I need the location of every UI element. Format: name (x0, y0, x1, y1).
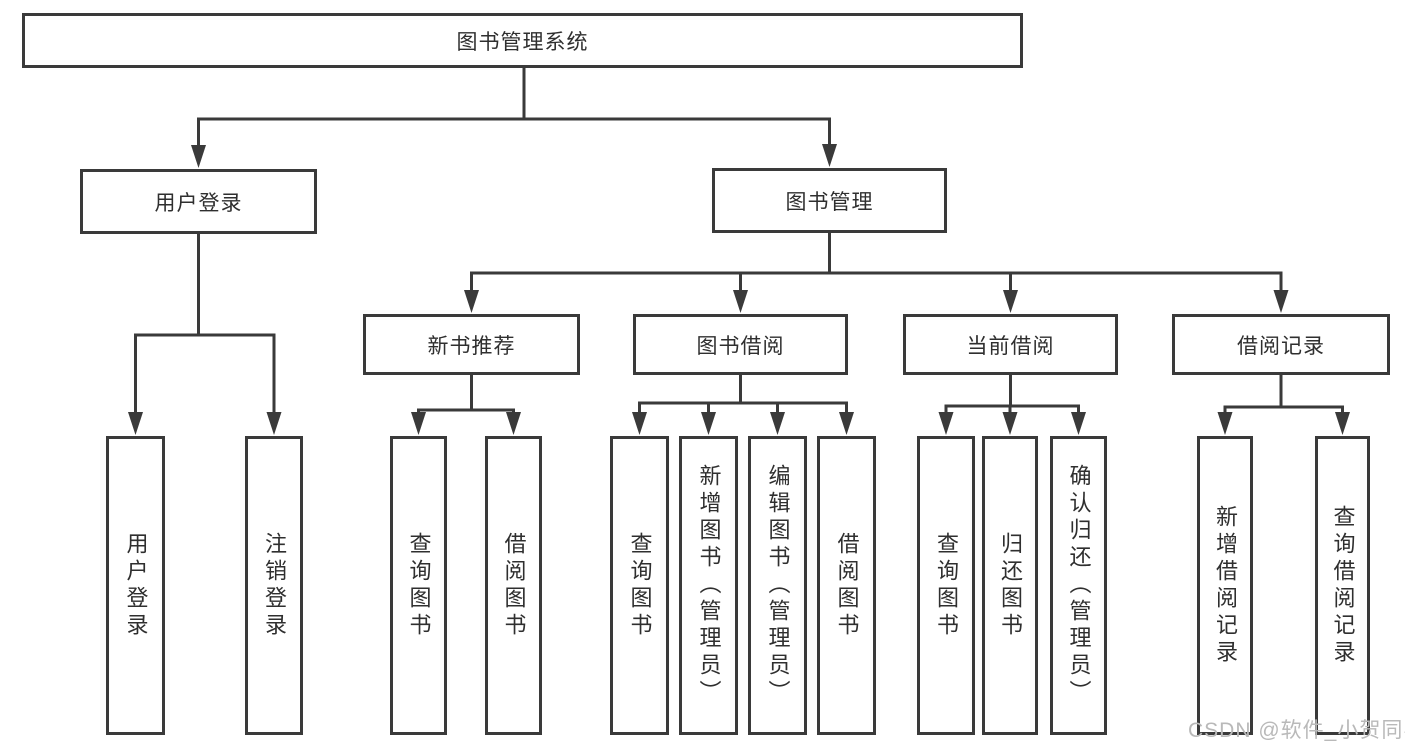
node-user-login-group: 用户登录 (80, 169, 317, 234)
arrowhead-icon (266, 412, 282, 435)
node-label-leaf-borrow-book-1: 借阅图书 (501, 531, 527, 640)
node-leaf-borrow-book-2: 借阅图书 (817, 436, 876, 735)
arrowhead-icon (1217, 412, 1233, 435)
arrowhead-icon (464, 290, 479, 313)
node-label-leaf-logout: 注销登录 (262, 531, 287, 640)
node-label-leaf-edit-book: 编辑图书（管理员） (765, 464, 791, 707)
arrowhead-icon (506, 412, 521, 435)
arrowhead-icon (1273, 290, 1289, 313)
arrowhead-icon (1335, 412, 1350, 435)
arrowhead-icon (1003, 290, 1018, 313)
node-label-leaf-add-record: 新增借阅记录 (1213, 504, 1238, 667)
node-label-leaf-user-login: 用户登录 (123, 531, 149, 640)
node-leaf-edit-book: 编辑图书（管理员） (748, 436, 807, 735)
node-leaf-query-book-3: 查询图书 (917, 436, 975, 735)
arrowhead-icon (1002, 412, 1018, 435)
node-leaf-query-book-1: 查询图书 (390, 436, 447, 735)
node-leaf-logout: 注销登录 (245, 436, 303, 735)
arrowhead-icon (822, 144, 837, 167)
node-label-leaf-query-book-3: 查询图书 (934, 531, 959, 640)
node-label-leaf-borrow-book-2: 借阅图书 (834, 531, 860, 640)
arrowhead-icon (938, 412, 954, 435)
node-leaf-add-book: 新增图书（管理员） (679, 436, 738, 735)
node-book-mgmt: 图书管理 (712, 168, 947, 233)
node-leaf-query-record: 查询借阅记录 (1315, 436, 1370, 735)
node-leaf-query-book-2: 查询图书 (610, 436, 669, 735)
node-leaf-user-login: 用户登录 (106, 436, 165, 735)
node-root: 图书管理系统 (22, 13, 1023, 68)
node-label-book-borrow: 图书借阅 (696, 334, 785, 358)
node-leaf-borrow-book-1: 借阅图书 (485, 436, 542, 735)
arrowhead-icon (701, 412, 716, 435)
node-label-leaf-add-book: 新增图书（管理员） (696, 464, 722, 707)
arrowhead-icon (191, 145, 206, 168)
node-label-new-book-rec: 新书推荐 (427, 334, 516, 358)
node-leaf-confirm-return: 确认归还（管理员） (1050, 436, 1107, 735)
node-label-root: 图书管理系统 (456, 30, 589, 54)
node-label-leaf-return-book: 归还图书 (998, 531, 1023, 640)
node-borrow-records: 借阅记录 (1172, 314, 1390, 375)
arrowhead-icon (839, 412, 854, 435)
node-label-book-mgmt: 图书管理 (785, 190, 874, 214)
node-label-leaf-query-book-1: 查询图书 (406, 531, 432, 640)
node-label-user-login-group: 用户登录 (154, 191, 243, 215)
arrowhead-icon (632, 412, 647, 435)
node-new-book-rec: 新书推荐 (363, 314, 580, 375)
node-label-borrow-records: 借阅记录 (1237, 334, 1325, 358)
node-label-current-borrow: 当前借阅 (966, 334, 1055, 358)
node-current-borrow: 当前借阅 (903, 314, 1118, 375)
node-leaf-add-record: 新增借阅记录 (1197, 436, 1253, 735)
node-label-leaf-confirm-return: 确认归还（管理员） (1066, 464, 1092, 707)
watermark-text: CSDN @软件_小贺同学 (1188, 719, 1405, 742)
arrowhead-icon (770, 412, 785, 435)
arrowhead-icon (128, 412, 143, 435)
node-label-leaf-query-record: 查询借阅记录 (1330, 504, 1356, 667)
arrowhead-icon (411, 412, 426, 435)
node-label-leaf-query-book-2: 查询图书 (627, 531, 653, 640)
node-book-borrow: 图书借阅 (633, 314, 848, 375)
arrowhead-icon (1071, 412, 1086, 435)
arrowhead-icon (733, 290, 748, 313)
node-leaf-return-book: 归还图书 (982, 436, 1038, 735)
